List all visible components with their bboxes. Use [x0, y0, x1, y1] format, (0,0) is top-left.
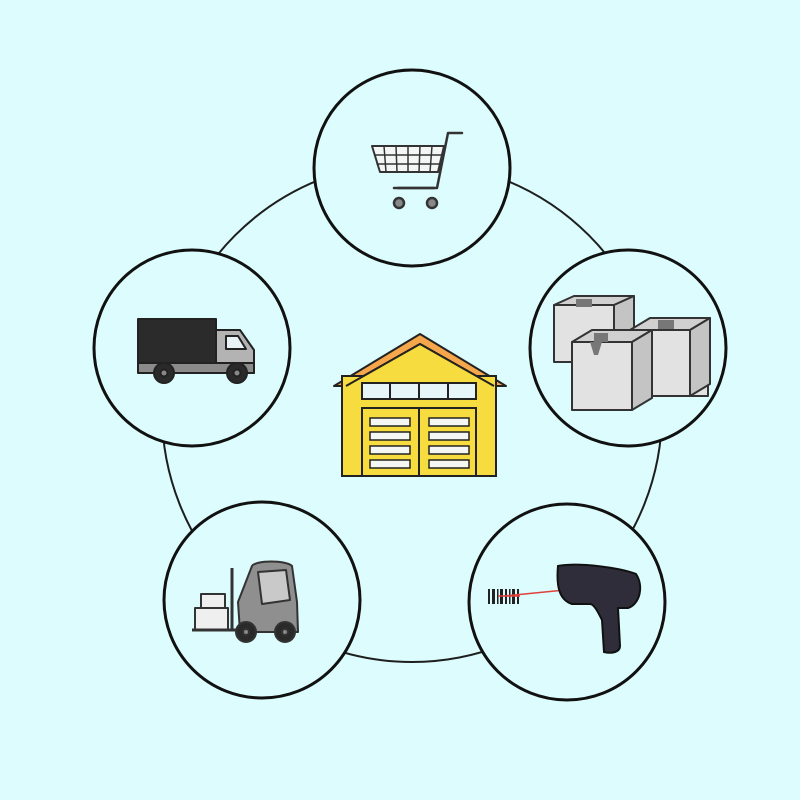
- forklift-icon: [192, 560, 299, 643]
- delivery-truck-icon: [137, 318, 255, 384]
- warehouse-icon: [333, 333, 507, 477]
- shopping-cart-icon: [371, 131, 464, 210]
- cardboard-boxes-icon: [553, 295, 711, 411]
- barcode-scanner-icon: [488, 563, 642, 654]
